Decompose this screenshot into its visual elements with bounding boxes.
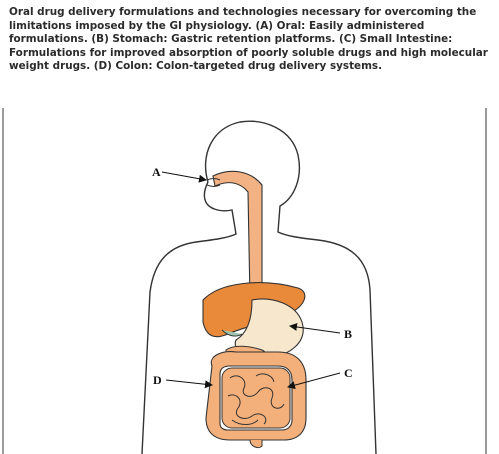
pointer-line-a [162,172,206,180]
esophagus [213,171,262,300]
label-c: C [344,366,353,380]
rectum [250,440,262,448]
pointer-line-d [166,380,212,385]
label-a: A [152,165,161,179]
small-intestine [222,368,290,428]
label-b: B [344,327,352,341]
label-d: D [153,373,162,387]
